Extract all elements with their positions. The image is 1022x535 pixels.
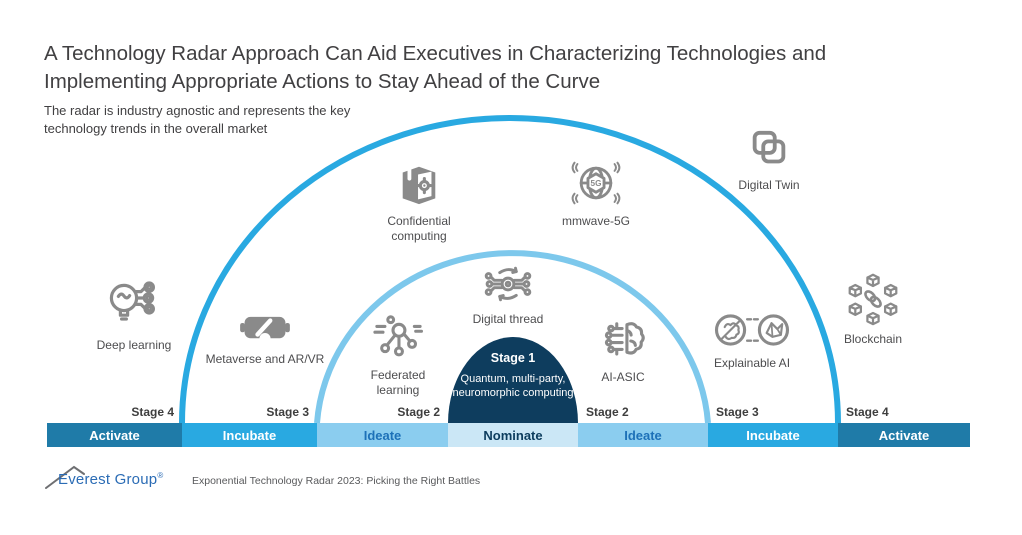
explainable-ai-icon: [714, 314, 790, 346]
page-title: A Technology Radar Approach Can Aid Exec…: [44, 42, 827, 94]
tech-label: Explainable AI: [713, 356, 791, 370]
stage-label-left-2: Stage 2: [397, 405, 440, 419]
tech-label: mmwave-5G: [561, 214, 630, 228]
tech-label: Metaverse and AR/VR: [205, 352, 325, 366]
tech-digital-thread: Digital thread: [458, 262, 558, 327]
federated-learning-icon: [373, 315, 423, 357]
tech-label: Digital thread: [472, 312, 544, 326]
mmwave-5g-icon: 5G: [571, 161, 621, 205]
bar-segment-ideate-left: Ideate: [317, 423, 448, 447]
ai-asic-icon: [604, 322, 645, 356]
svg-text:5G: 5G: [591, 179, 602, 188]
middle-arc-stage2-boundary: [314, 250, 711, 424]
outer-arc-stage3-boundary: [179, 115, 841, 424]
tech-confidential-computing: Confidential computing: [379, 162, 459, 244]
registered-mark: ®: [157, 471, 164, 480]
tech-label: Blockchain: [843, 332, 903, 346]
bar-segment-nominate: Nominate: [448, 423, 578, 447]
footer-caption: Exponential Technology Radar 2023: Picki…: [192, 475, 481, 487]
stage-label-left-3: Stage 3: [266, 405, 309, 419]
brand-name: Everest Group®: [58, 471, 163, 488]
tech-label: AI-ASIC: [601, 370, 645, 384]
tech-label: Federated learning: [370, 368, 426, 397]
footer: Everest Group® Exponential Technology Ra…: [44, 462, 480, 490]
bar-segment-activate-right: Activate: [838, 423, 970, 447]
vr-headset-icon: [240, 316, 290, 345]
stage-label-left-4: Stage 4: [131, 405, 174, 419]
stage1-center: Stage 1 Quantum, multi-party, neuromorph…: [451, 351, 575, 401]
stage1-label: Stage 1: [490, 351, 536, 365]
stage1-dome: [448, 337, 578, 423]
stage-label-right-3: Stage 3: [716, 405, 759, 419]
bar-segment-incubate-right: Incubate: [708, 423, 838, 447]
mountain-peak-icon: [45, 465, 85, 489]
digital-twin-icon: [752, 130, 786, 164]
tech-deep-learning: Deep learning: [94, 278, 174, 353]
tech-mmwave-5g: 5G mmwave-5G: [546, 158, 646, 229]
stage-action-bar: Activate Incubate Ideate Nominate Ideate…: [47, 423, 970, 447]
tech-explainable-ai: Explainable AI: [692, 310, 812, 371]
tech-digital-twin: Digital Twin: [719, 128, 819, 193]
tech-label: Deep learning: [96, 338, 172, 352]
tech-label: Digital Twin: [738, 178, 800, 192]
stage-label-right-2: Stage 2: [586, 405, 629, 419]
tech-federated-learning: Federated learning: [358, 312, 438, 398]
tech-label: Confidential computing: [387, 214, 451, 243]
deep-learning-icon: [109, 281, 155, 321]
stage-label-right-4: Stage 4: [846, 405, 889, 419]
everest-group-logo: Everest Group®: [44, 462, 182, 490]
stage1-technologies: Quantum, multi-party, neuromorphic compu…: [452, 373, 574, 400]
confidential-computing-icon: [402, 166, 436, 205]
bar-segment-incubate-left: Incubate: [182, 423, 317, 447]
brand-text: Everest Group: [58, 471, 158, 488]
bar-segment-ideate-right: Ideate: [578, 423, 708, 447]
digital-thread-icon: [484, 266, 532, 302]
bar-segment-activate-left: Activate: [47, 423, 182, 447]
tech-blockchain: Blockchain: [823, 272, 923, 347]
blockchain-icon: [848, 273, 898, 326]
page-subtitle: The radar is industry agnostic and repre…: [44, 103, 351, 136]
tech-metaverse-ar-vr: Metaverse and AR/VR: [205, 310, 325, 367]
tech-ai-asic: AI-ASIC: [601, 318, 645, 385]
